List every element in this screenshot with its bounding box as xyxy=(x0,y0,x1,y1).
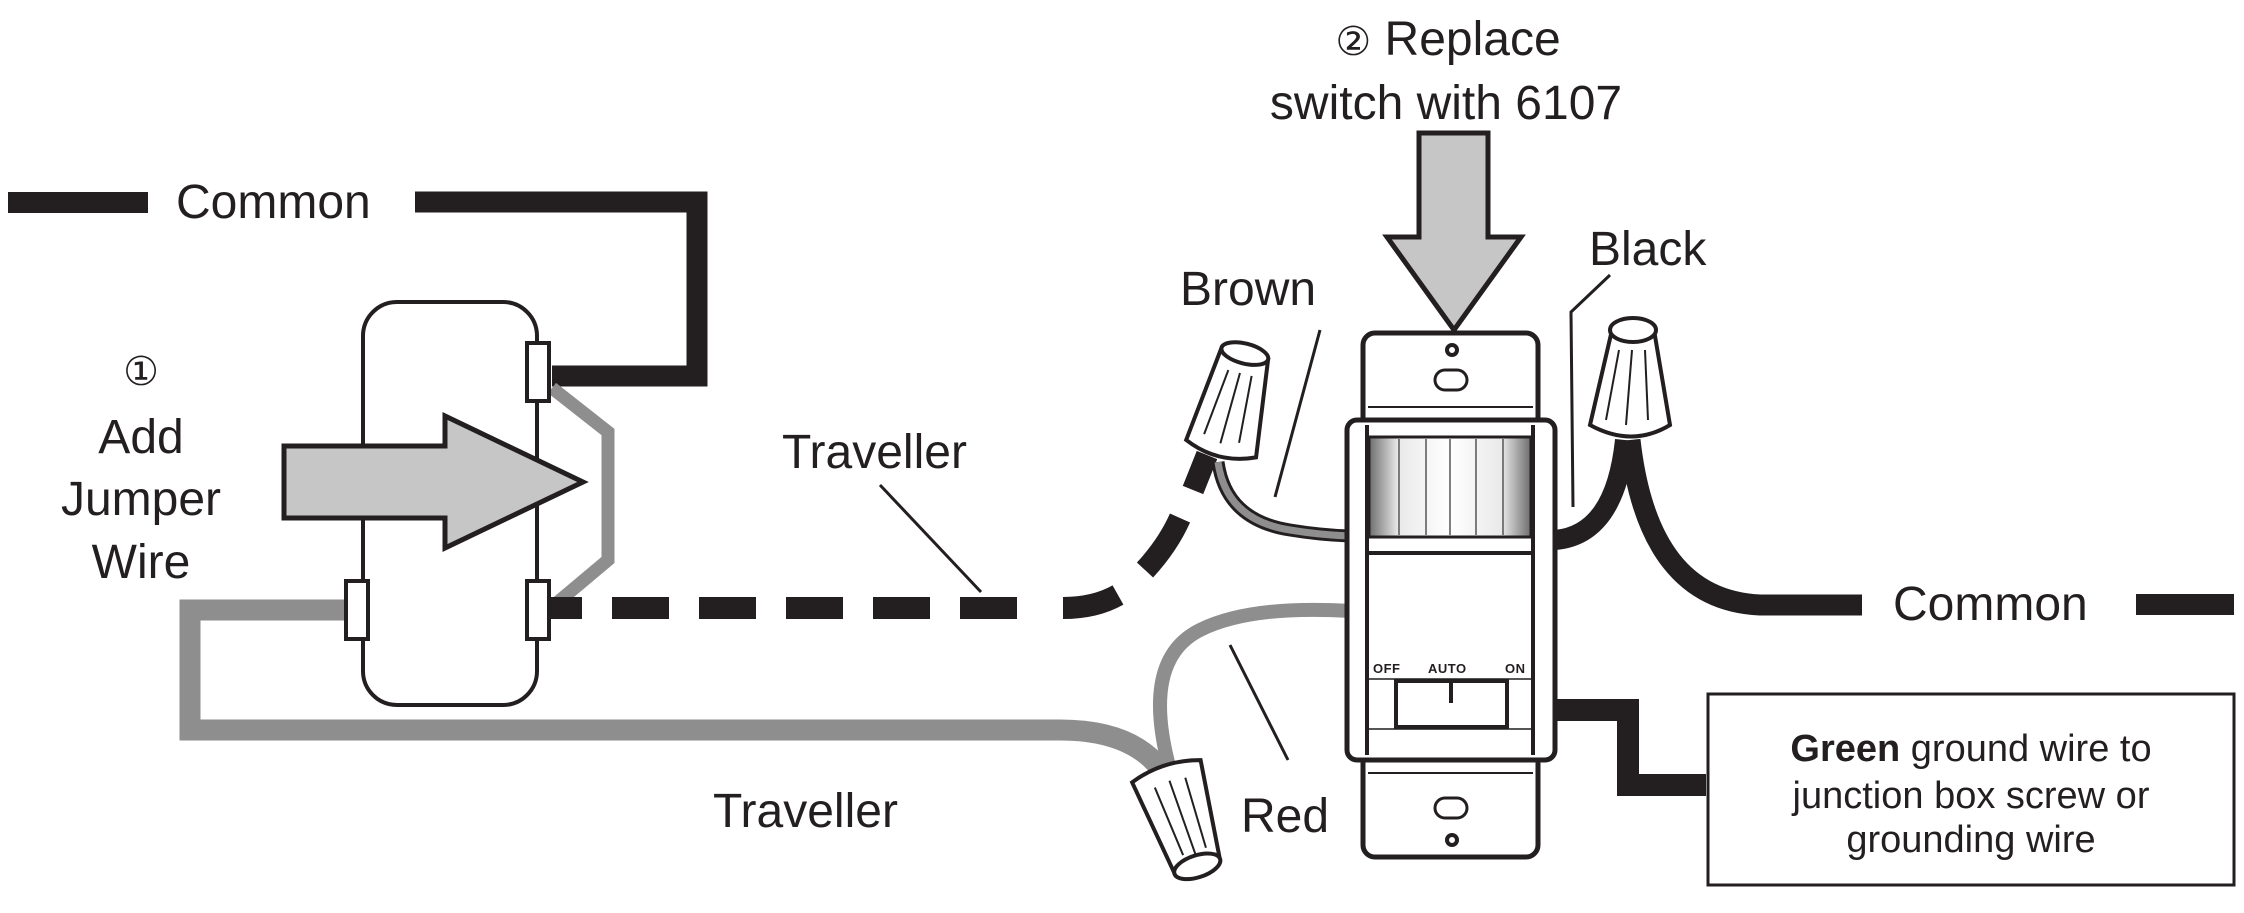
common-wire-left xyxy=(8,191,708,387)
black-wire xyxy=(1553,438,1635,550)
wire-nut-brown-icon xyxy=(1183,340,1271,461)
traveller-top-leader xyxy=(878,483,983,594)
terminal-common xyxy=(525,341,551,403)
traveller-wire-bottom xyxy=(179,599,1178,786)
traveller-wire-top xyxy=(550,450,1218,619)
step-2-line-1: ② Replace xyxy=(1335,13,1560,66)
step-1-label: ① Add Jumper Wire xyxy=(61,350,221,589)
strap-slot-top-icon xyxy=(1433,368,1469,392)
jumper-wire xyxy=(547,382,615,612)
step-2-label: ② Replace switch with 6107 xyxy=(1270,13,1622,130)
ground-note-line-1-rest: ground wire to xyxy=(1900,728,2151,770)
wire-nut-black-icon xyxy=(1587,316,1673,439)
step-1-line-1: Add xyxy=(98,411,183,464)
strap-screw-bottom-icon xyxy=(1445,833,1459,847)
ground-note-bold: Green xyxy=(1790,728,1900,770)
step-2-line-2: switch with 6107 xyxy=(1270,77,1622,130)
existing-three-way-switch xyxy=(344,300,551,707)
strap-slot-bottom-icon xyxy=(1433,796,1469,820)
mode-slider[interactable] xyxy=(1394,679,1509,729)
red-wire xyxy=(1153,602,1351,772)
red-leader xyxy=(1228,644,1290,761)
brown-leader xyxy=(1273,329,1322,498)
brown-wire xyxy=(1214,461,1351,540)
black-leader xyxy=(1569,273,1612,508)
common-wire-left-run xyxy=(415,191,708,387)
replace-switch-arrow-icon xyxy=(1382,130,1526,335)
occupancy-sensor-switch-6107: OFF AUTO ON xyxy=(1344,330,1558,860)
common-wire-right-stub xyxy=(2136,594,2234,615)
terminal-traveller-2 xyxy=(525,579,551,641)
step-2-number: ② xyxy=(1335,20,1371,64)
ground-note-line-3: grounding wire xyxy=(1846,819,2095,861)
common-wire-right xyxy=(1619,438,1862,616)
ground-note-line-1: Green ground wire to xyxy=(1790,728,2151,770)
wire-nut-red-icon xyxy=(1129,758,1223,882)
switch-position-on: ON xyxy=(1505,661,1526,676)
ground-note-line-2: junction box screw or xyxy=(1792,775,2150,817)
brown-wire-outline xyxy=(1211,460,1351,543)
common-wire-left-stub xyxy=(8,192,148,213)
common-right-label: Common xyxy=(1893,578,2088,631)
ground-note-box xyxy=(1706,692,2236,887)
traveller-top-label: Traveller xyxy=(782,426,967,479)
traveller-bottom-label: Traveller xyxy=(713,785,898,838)
strap-screw-top-icon xyxy=(1445,343,1459,357)
switch-position-auto: AUTO xyxy=(1428,661,1467,676)
terminal-traveller-1 xyxy=(344,579,370,641)
step-2-title: Replace xyxy=(1385,13,1561,66)
switch-position-off: OFF xyxy=(1373,661,1401,676)
add-jumper-arrow-icon xyxy=(281,412,589,552)
ground-wire xyxy=(1555,699,1706,796)
step-1-line-3: Wire xyxy=(92,536,191,589)
black-label: Black xyxy=(1589,223,1707,276)
brown-label: Brown xyxy=(1180,263,1316,316)
step-1-number: ① xyxy=(123,350,159,394)
step-1-line-2: Jumper xyxy=(61,473,221,526)
common-left-label: Common xyxy=(176,176,371,229)
red-label: Red xyxy=(1241,790,1329,843)
